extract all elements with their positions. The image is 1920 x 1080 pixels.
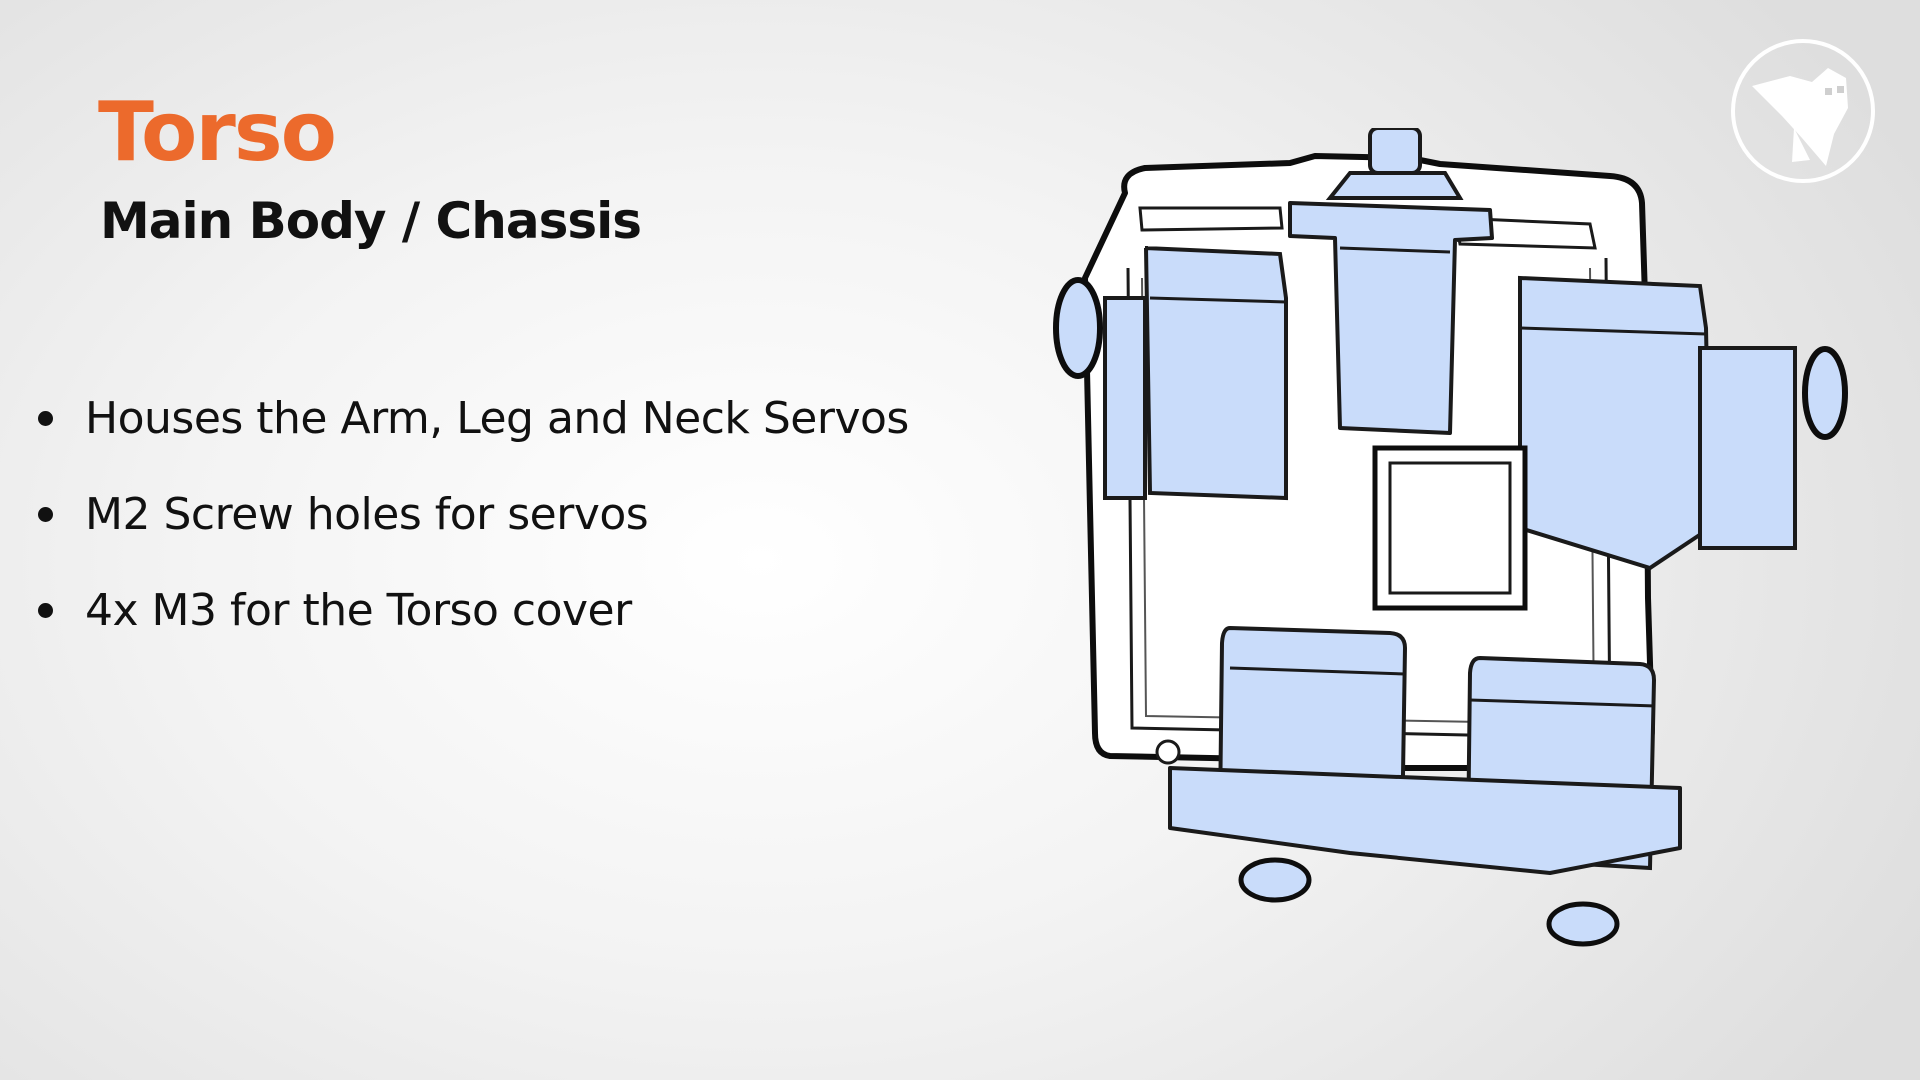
bullet-item: Houses the Arm, Leg and Neck Servos [38, 370, 909, 466]
bullet-dot-icon [38, 506, 53, 522]
bullet-item: 4x M3 for the Torso cover [38, 562, 909, 658]
bullet-list: Houses the Arm, Leg and Neck Servos M2 S… [38, 370, 909, 658]
bullet-dot-icon [38, 410, 53, 426]
robot-head-logo-icon [1731, 39, 1875, 183]
torso-chassis-illustration-icon [1053, 128, 1848, 947]
bullet-text: M2 Screw holes for servos [85, 488, 649, 540]
slide-subtitle: Main Body / Chassis [100, 192, 642, 250]
slide-title: Torso [98, 85, 337, 180]
bullet-text: Houses the Arm, Leg and Neck Servos [85, 392, 909, 444]
bullet-text: 4x M3 for the Torso cover [85, 584, 632, 636]
bullet-item: M2 Screw holes for servos [38, 466, 909, 562]
bullet-dot-icon [38, 602, 53, 618]
